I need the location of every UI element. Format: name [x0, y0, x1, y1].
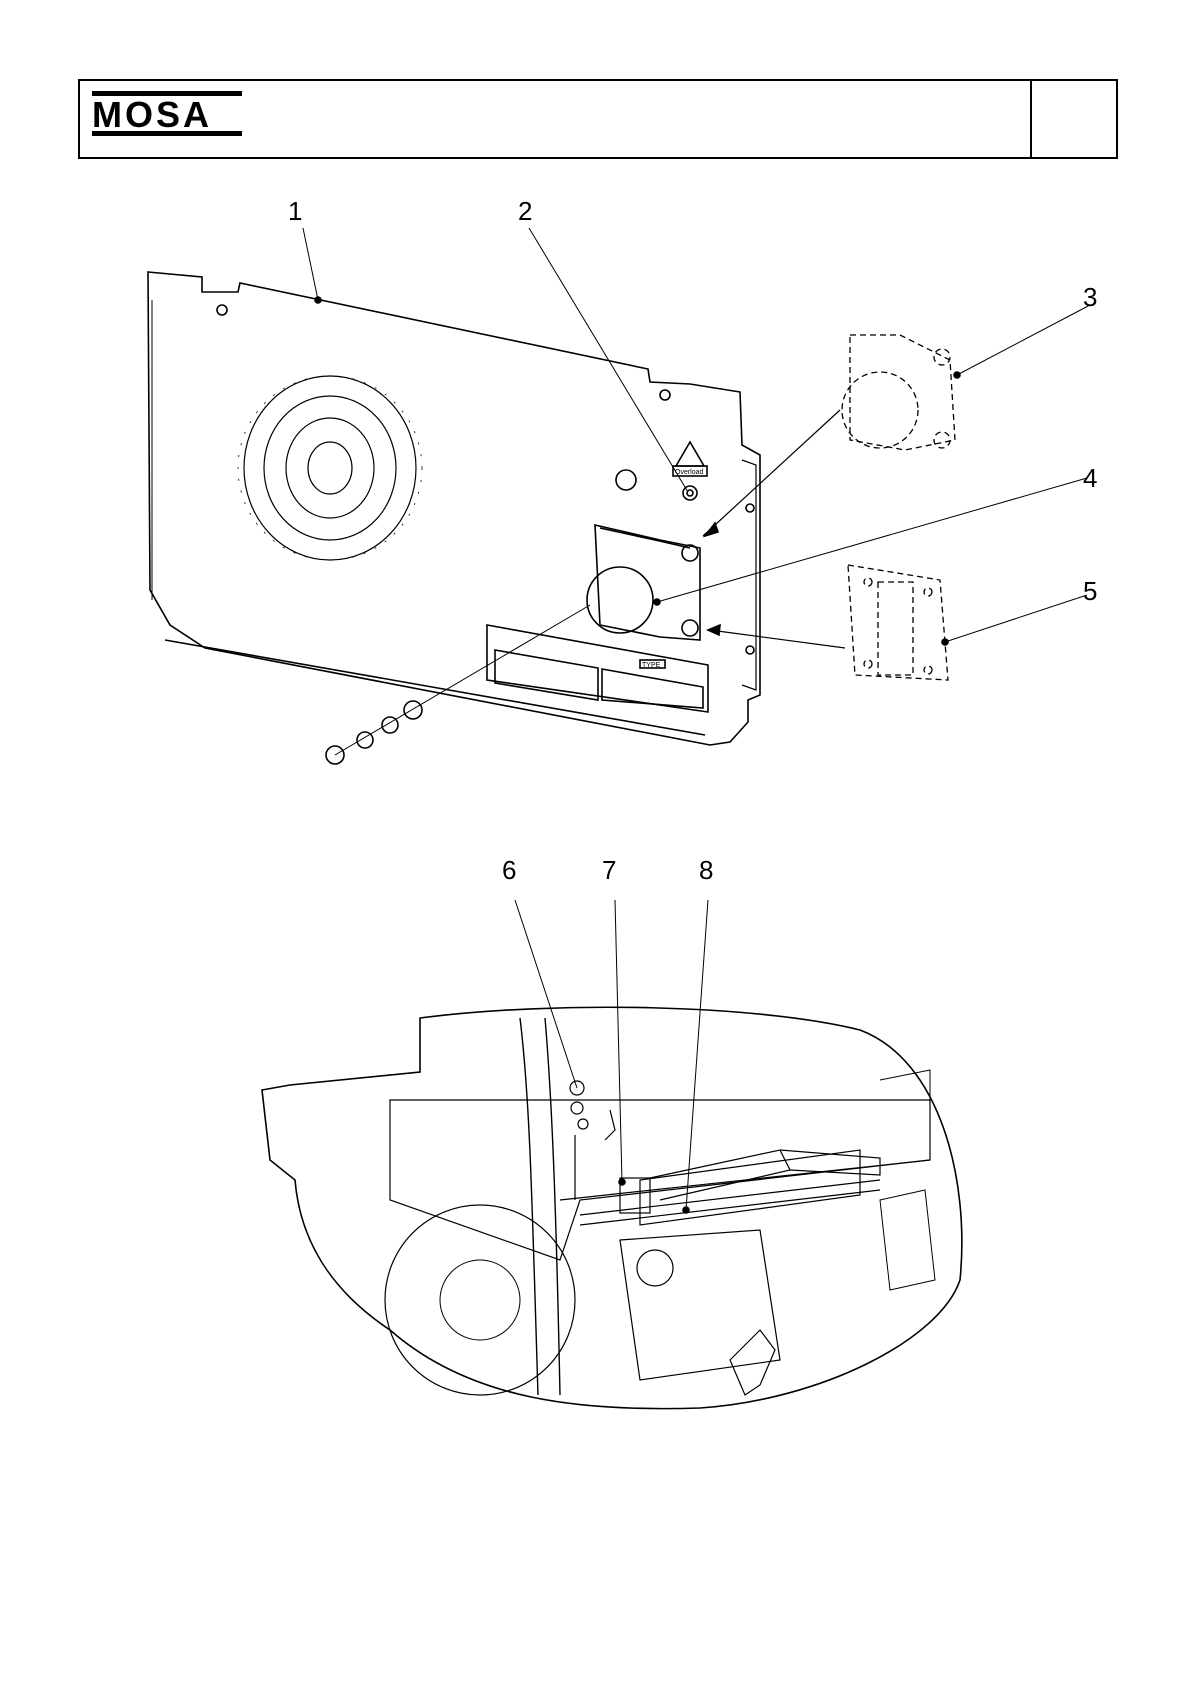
callout-5: 5: [1083, 578, 1097, 604]
alt-socket-5: [848, 565, 948, 680]
control-panel: Overload TYPE: [148, 228, 1090, 764]
vent-grille: [244, 376, 416, 560]
alt-socket-3: [842, 335, 955, 450]
callout-8: 8: [699, 857, 713, 883]
type-text: TYPE: [642, 662, 661, 669]
engine-detail-view: [262, 900, 962, 1409]
overload-warning-label: Overload: [673, 442, 707, 500]
callout-2: 2: [518, 198, 532, 224]
socket-4: [587, 525, 700, 640]
nut-washer-set: [326, 605, 590, 764]
callout-6: 6: [502, 857, 516, 883]
callout-3: 3: [1083, 284, 1097, 310]
lever-assembly: [570, 1081, 880, 1225]
callout-4: 4: [1083, 465, 1097, 491]
callout-1: 1: [288, 198, 302, 224]
overload-text: Overload: [675, 469, 704, 476]
callout-7: 7: [602, 857, 616, 883]
